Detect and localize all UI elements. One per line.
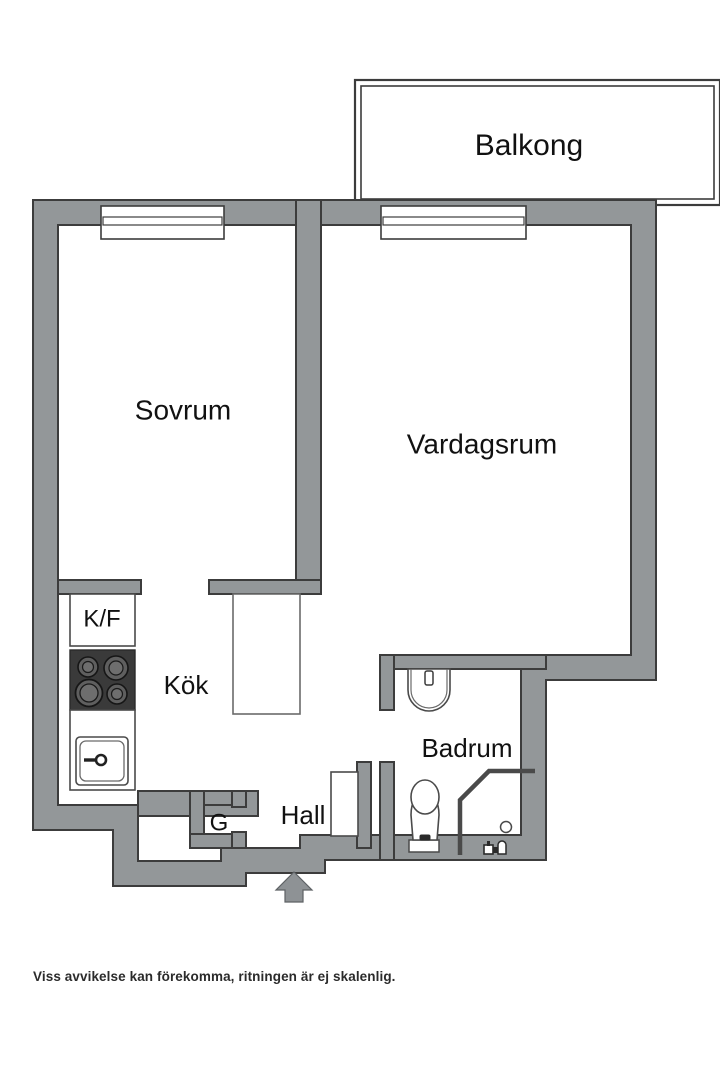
room-label-kok: Kök — [164, 670, 210, 700]
bathroom-washbasin — [407, 668, 451, 712]
window-living-room — [380, 205, 527, 240]
bathroom-shower-corner — [457, 768, 535, 855]
disclaimer-text: Viss avvikelse kan förekomma, ritningen … — [33, 969, 396, 984]
room-label-balkong: Balkong — [475, 129, 583, 162]
room-label-badrum: Badrum — [421, 733, 512, 763]
bathroom-toilet — [408, 779, 440, 853]
walls — [32, 199, 657, 887]
balcony-outline — [353, 78, 720, 207]
hall-closet — [330, 771, 359, 837]
room-label-hall: Hall — [281, 800, 326, 830]
kitchen-closet — [232, 593, 301, 715]
room-label-kyl-frys: K/F — [83, 605, 120, 632]
room-label-vardagsrum: Vardagsrum — [407, 428, 557, 459]
floor-drain-icon — [499, 820, 513, 834]
room-label-garderob: G — [210, 809, 229, 836]
room-label-sovrum: Sovrum — [135, 394, 231, 425]
window-bedroom — [100, 205, 225, 240]
kitchen-sink — [75, 736, 129, 786]
bathroom-shower-mixer — [483, 840, 507, 855]
entrance-door-arrow — [274, 871, 314, 903]
fridge-freezer — [69, 593, 136, 647]
kitchen-stove — [69, 649, 136, 711]
